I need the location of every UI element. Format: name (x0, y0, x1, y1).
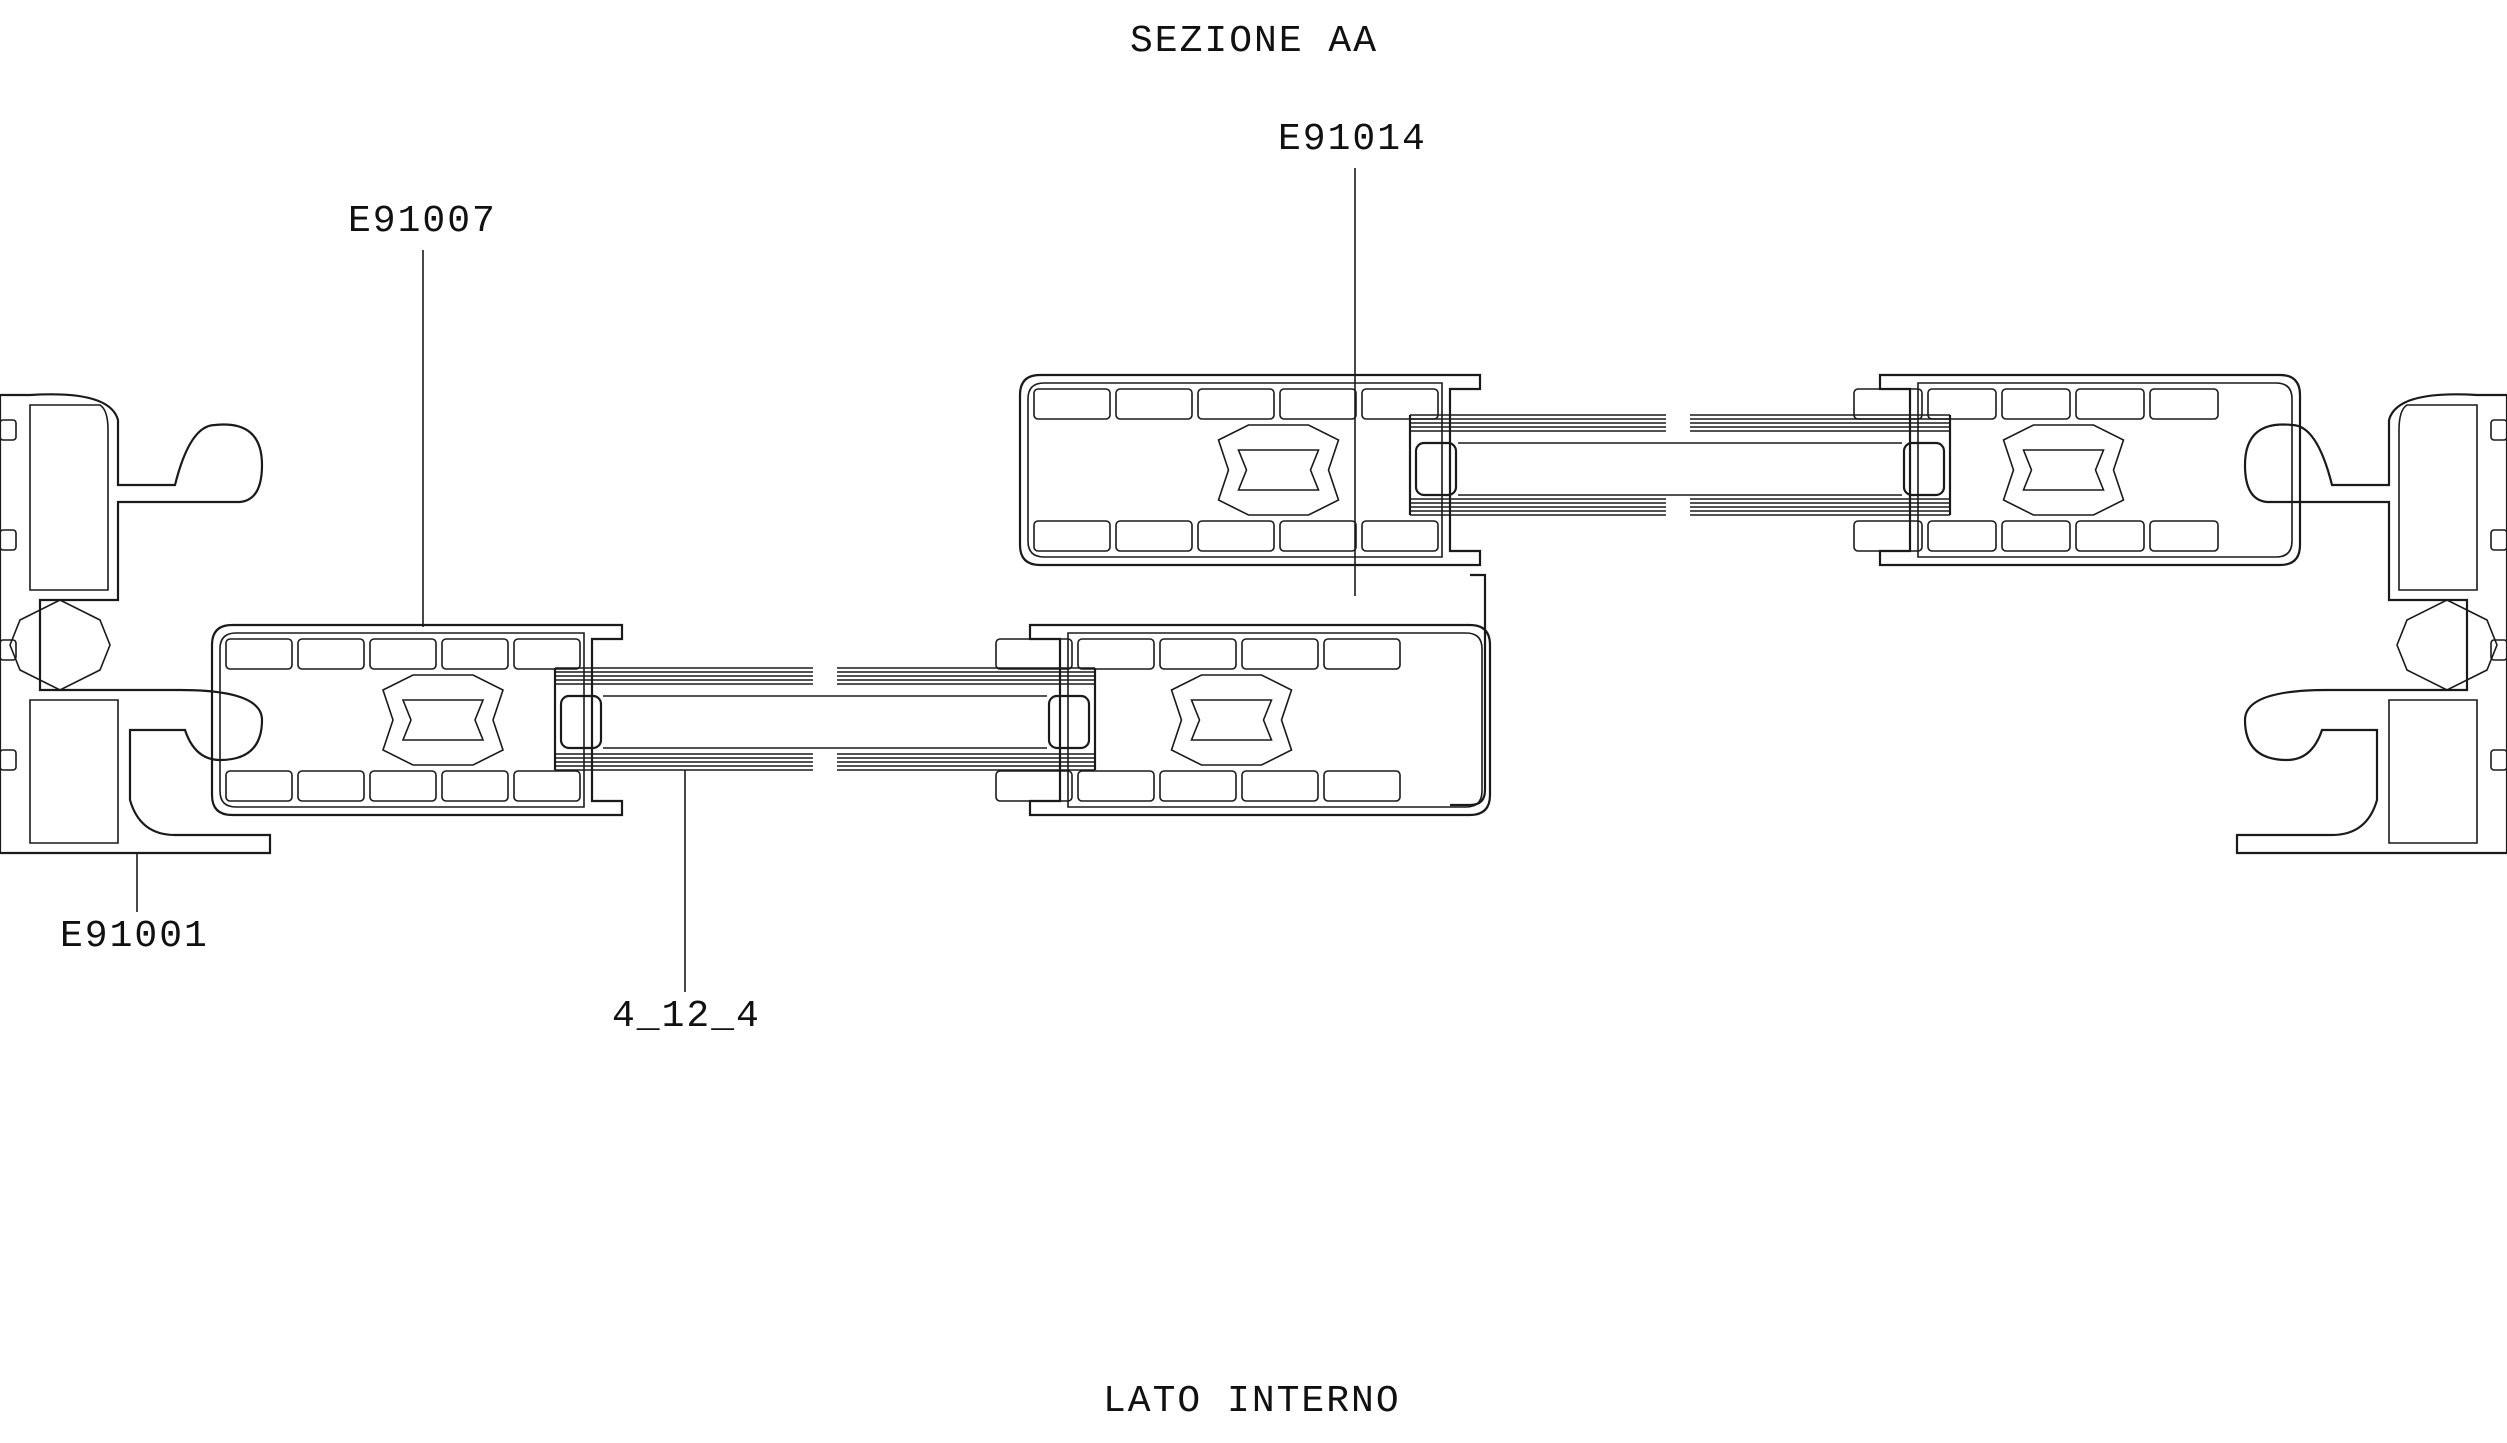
section-title: SEZIONE AA (1130, 20, 1379, 63)
thermal-break-inner (2022, 449, 2105, 491)
sash-inner-wall (1067, 632, 1483, 808)
thermal-break-inner (401, 699, 485, 741)
thermal-break (1170, 674, 1293, 766)
sash-chamber-top (369, 638, 437, 670)
sash-chamber-top (1241, 638, 1319, 670)
frame-clip (0, 749, 17, 771)
frame-clip (2490, 529, 2507, 551)
sash-chamber-top (225, 638, 293, 670)
sash-chamber-bottom (2075, 520, 2145, 552)
sash-chamber-top (1279, 388, 1357, 420)
sash-chamber-top (1033, 388, 1111, 420)
sash-chamber-top (1927, 388, 1997, 420)
middle-sash-profile (995, 623, 1492, 817)
sash-chamber-top (995, 638, 1073, 670)
frame-chamber-upper (2398, 404, 2478, 591)
frame-thermal-break (9, 599, 111, 691)
sash-chamber-top (1115, 388, 1193, 420)
sash-chamber-bottom (1241, 770, 1319, 802)
frame-clip (0, 529, 17, 551)
sash-chamber-bottom (995, 770, 1073, 802)
sash-chamber-top (1159, 638, 1237, 670)
thermal-break (1217, 424, 1340, 516)
sash-inner-wall (1027, 382, 1443, 558)
sash-chamber-bottom (2001, 520, 2071, 552)
sash-chamber-top (2075, 388, 2145, 420)
sash-chamber-bottom (441, 770, 509, 802)
sash-chamber-bottom (1077, 770, 1155, 802)
frame-clip (2490, 639, 2507, 661)
glass-spacer (559, 694, 603, 750)
callout-e91014-label: E91014 (1278, 118, 1427, 161)
frame-chamber-lower (2388, 699, 2478, 844)
sash-outer-contour (210, 623, 624, 817)
thermal-break-inner (1190, 699, 1273, 741)
callout-leaders (136, 168, 1356, 992)
sash-chamber-top (297, 638, 365, 670)
sash-chamber-bottom (1159, 770, 1237, 802)
sash-chamber-top (1361, 388, 1439, 420)
right-frame-profile (2235, 393, 2507, 855)
sash-chamber-top (1323, 638, 1401, 670)
thermal-break (2002, 424, 2125, 516)
sash-chamber-top (1197, 388, 1275, 420)
sash-flange (1450, 573, 1487, 807)
sash-chamber-bottom (369, 770, 437, 802)
sash-chamber-bottom (1323, 770, 1401, 802)
sash-chamber-bottom (1197, 520, 1275, 552)
sash-chamber-bottom (513, 770, 581, 802)
right-glass-unit (1408, 414, 1952, 516)
sash-chamber-bottom (1115, 520, 1193, 552)
sash-inner-wall (219, 632, 585, 808)
right-sash-profile (1018, 373, 2302, 807)
glass-spacer (1902, 441, 1946, 497)
frame-chamber-upper (29, 404, 109, 591)
sash-chamber-top (1077, 638, 1155, 670)
sash-chamber-bottom (1033, 520, 1111, 552)
sash-chamber-top (2001, 388, 2071, 420)
glass-spacer (1047, 694, 1091, 750)
left-sash-profile (210, 623, 624, 817)
left-glass-unit (553, 667, 1097, 771)
frame-thermal-break (2396, 599, 2498, 691)
callout-e91007-label: E91007 (348, 200, 497, 243)
frame-outer-contour (0, 393, 272, 855)
sash-chamber-top (441, 638, 509, 670)
sash-chamber-bottom (1279, 520, 1357, 552)
frame-clip (0, 419, 17, 441)
sash-chamber-bottom (297, 770, 365, 802)
sash-outer-contour (1018, 373, 1482, 567)
thermal-break-inner (1237, 449, 1320, 491)
frame-clip (0, 639, 17, 661)
glass-spacer (1414, 441, 1458, 497)
side-footer-label: LATO INTERNO (1103, 1380, 1401, 1423)
sash-inner-wall (1917, 382, 2293, 558)
frame-clip (2490, 419, 2507, 441)
sash-chamber-bottom (1361, 520, 1439, 552)
sash-chamber-bottom (1853, 520, 1923, 552)
callout-e91001-label: E91001 (60, 915, 209, 958)
sash-chamber-top (513, 638, 581, 670)
sash-chamber-bottom (225, 770, 293, 802)
sash-chamber-top (2149, 388, 2219, 420)
frame-clip (2490, 749, 2507, 771)
sash-chamber-bottom (2149, 520, 2219, 552)
callout-glass-label: 4_12_4 (612, 995, 761, 1038)
sash-chamber-bottom (1927, 520, 1997, 552)
frame-outer-contour (2235, 393, 2507, 855)
thermal-break (382, 674, 504, 766)
left-frame-profile (0, 393, 272, 855)
frame-chamber-lower (29, 699, 119, 844)
sash-outer-contour (1028, 623, 1492, 817)
